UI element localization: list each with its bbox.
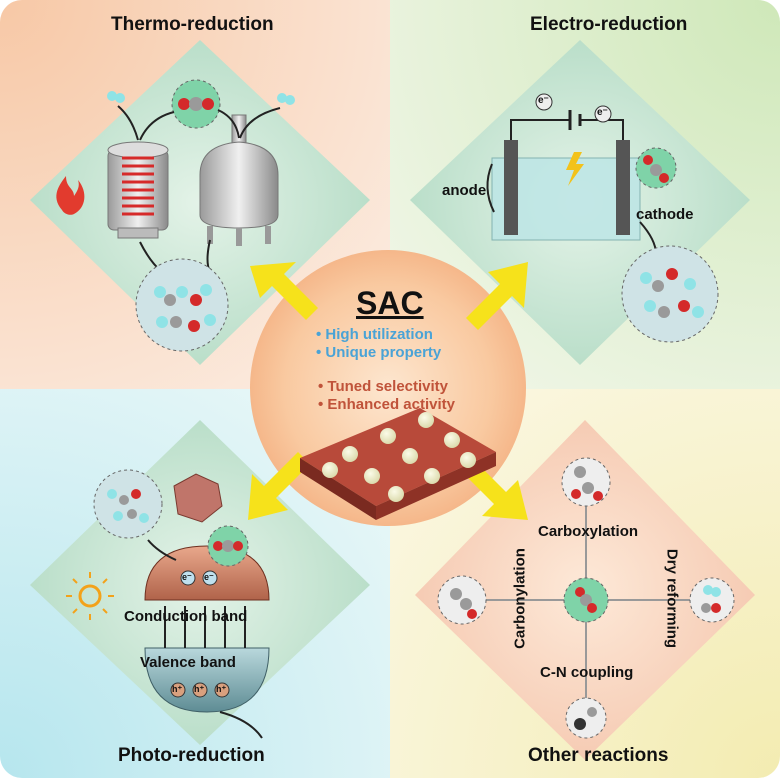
cn-molecule-icon (574, 707, 597, 730)
electro-title: Electro-reduction (530, 14, 688, 35)
sac-slab-side (300, 458, 376, 520)
feed-arrow (217, 109, 240, 139)
hole-arrow (219, 711, 263, 739)
conduction-band-label: Conduction band (124, 608, 248, 625)
other-title: Other reactions (528, 745, 669, 766)
co2-molecule-icon (575, 587, 597, 613)
product-molecules-icon (154, 284, 216, 332)
hole-icon (192, 682, 208, 698)
hole-icon (214, 682, 230, 698)
feed-arrow (239, 107, 281, 139)
dry-reforming-molecule-icon (701, 585, 721, 613)
electron-label: e⁻ (597, 107, 608, 118)
hole-label: h⁺ (172, 684, 183, 694)
electron-icon (594, 105, 612, 123)
h2-molecule-icon (107, 91, 125, 103)
point-enhanced-activity: • Enhanced activity (318, 396, 455, 413)
point-tuned-selectivity: • Tuned selectivity (318, 378, 449, 395)
photo-product-arrow (147, 539, 177, 561)
carboxyl-molecule-icon (571, 466, 603, 501)
electron-label: e⁻ (538, 95, 549, 106)
photo-electron-label: e⁻ (182, 572, 192, 582)
product-molecules-icon (107, 489, 149, 523)
lightning-icon (566, 152, 584, 186)
sun-icon (78, 584, 102, 608)
excitation-arrows (164, 606, 246, 648)
cathode-label: cathode (636, 206, 694, 223)
thermo-title: Thermo-reduction (111, 14, 274, 35)
h2-molecule-icon (277, 93, 295, 105)
cn-coupling-label: C-N coupling (540, 664, 634, 681)
point-high-utilization: • High utilization (316, 326, 433, 343)
point-unique-property: • Unique property (316, 344, 442, 361)
thermo-products-bubble (135, 258, 229, 352)
co2-molecule-icon (178, 97, 214, 111)
carboxylation-label: Carboxylation (538, 523, 639, 540)
valence-band-label: Valence band (140, 654, 236, 671)
catalyst-particle-icon (173, 473, 223, 523)
feed-arrow (117, 105, 139, 141)
co2-molecule-icon (213, 540, 243, 552)
arrow-to-photo (248, 452, 310, 520)
flame-icon (56, 176, 85, 215)
photo-products-bubble (93, 469, 163, 539)
sac-slab-top (300, 408, 496, 506)
product-molecules-icon (640, 268, 704, 318)
electron-icon (535, 93, 553, 111)
cn-coupling-bubble (565, 697, 607, 739)
hole-label: h⁺ (194, 684, 205, 694)
electro-products-bubble (621, 245, 719, 343)
electron-icon (202, 570, 218, 586)
anode-electrode (504, 140, 518, 235)
co2-molecule-icon (643, 155, 669, 183)
electron-icon (180, 570, 196, 586)
anode-arrow (486, 163, 495, 213)
carboxylation-bubble (561, 457, 611, 507)
carbonyl-molecule-icon (450, 588, 477, 619)
photo-title: Photo-reduction (118, 745, 265, 766)
dry-reforming-bubble (689, 577, 735, 623)
carbonylation-label: Carbonylation (511, 548, 529, 649)
sac-slab-side (376, 452, 496, 520)
thermo-reactor-left (107, 141, 169, 239)
feed-arrow (139, 111, 175, 141)
photo-electron-label: e⁻ (204, 572, 214, 582)
single-atom-sites (322, 412, 476, 502)
battery-icon (568, 110, 582, 130)
cathode-electrode (616, 140, 630, 235)
thermo-reactor-right (199, 114, 279, 246)
anode-label: anode (442, 182, 487, 199)
hole-label: h⁺ (216, 684, 227, 694)
arrow-to-electro (466, 262, 528, 330)
circuit-wire (510, 119, 624, 140)
sun-rays (66, 572, 114, 620)
sac-title: SAC (356, 285, 424, 321)
dry-reforming-label: Dry reforming (663, 548, 681, 649)
arrow-to-thermo (250, 262, 318, 320)
hole-icon (170, 682, 186, 698)
